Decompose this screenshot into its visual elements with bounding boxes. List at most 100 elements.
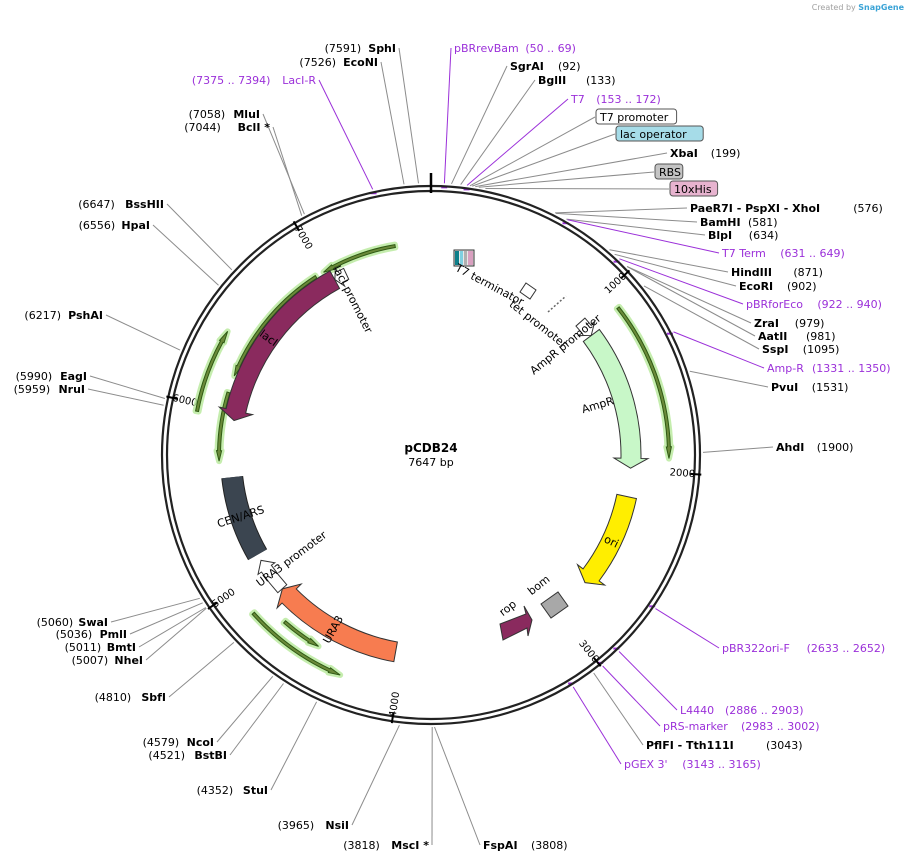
leader-line: [152, 224, 219, 286]
restriction-site-label: SgrAI: [510, 60, 544, 73]
leader-line: [475, 152, 668, 188]
leader-line: [485, 188, 670, 190]
snapgene-credit: Created by SnapGene: [812, 3, 904, 12]
leader-line: [567, 219, 720, 254]
site-position: (3965): [278, 819, 315, 832]
primer-label: pBRrevBam: [454, 42, 519, 55]
small-feature-label: rop: [497, 598, 519, 619]
restriction-site-label: BssHII: [125, 198, 164, 211]
orf-arrow: [616, 306, 673, 459]
feature-ori-arrow: [576, 493, 638, 586]
leader-line: [554, 207, 688, 214]
leader-line: [318, 79, 374, 190]
leader-line: [145, 607, 207, 661]
leader-line: [614, 253, 737, 287]
restriction-site-label: PvuI: [771, 381, 798, 394]
feature-tag-box: [595, 108, 678, 125]
site-position: (6217): [24, 309, 61, 322]
tick-label: 6000: [171, 393, 198, 409]
site-labels: pBRrevBam(50 .. 69)SgrAI(92)BglII(133)T7…: [14, 42, 891, 852]
leader-line: [602, 665, 661, 727]
site-position: (133): [586, 74, 616, 87]
restriction-site-label: EagI: [60, 370, 87, 383]
restriction-site-label: NsiI: [325, 819, 349, 832]
leader-line: [89, 375, 166, 399]
restriction-site-label: XbaI: [670, 147, 698, 160]
orf-arrow: [215, 391, 231, 462]
restriction-site-label: PflFI - Tth111I: [646, 739, 734, 752]
restriction-site-label: ZraI: [754, 317, 779, 330]
restriction-site-label: NheI: [114, 654, 143, 667]
leader-line: [572, 686, 622, 765]
leader-line: [469, 116, 596, 187]
site-position: (153 .. 172): [596, 93, 661, 106]
site-position: (1331 .. 1350): [812, 362, 891, 375]
leader-line: [566, 218, 706, 236]
restriction-site-label: BclI *: [238, 121, 271, 134]
site-position: (4810): [95, 691, 132, 704]
site-position: (199): [711, 147, 741, 160]
his-tag-segment: [468, 251, 473, 265]
tick-mark: [690, 472, 702, 476]
tick-label: 2000: [669, 467, 695, 480]
site-position: (1531): [812, 381, 849, 394]
primer-label: L4440: [680, 704, 714, 717]
leader-line: [168, 642, 235, 698]
site-position: (5959): [14, 383, 51, 396]
rbs-segment: [464, 251, 467, 265]
tick-mark: [593, 657, 602, 667]
leader-line: [110, 597, 200, 623]
backbone-outer-circle: [160, 184, 702, 726]
tick-label: 5000: [210, 587, 237, 611]
site-position: (5036): [56, 628, 93, 641]
restriction-site-label: BmtI: [107, 641, 136, 654]
site-position: (4521): [148, 749, 185, 762]
restriction-site-label: PaeR7I - PspXI - XhoI: [690, 202, 820, 215]
site-position: (7044): [184, 121, 221, 134]
feature-tag-label: lac operator: [620, 128, 687, 141]
site-position: (871): [793, 266, 823, 279]
primer-label: pBRforEco: [746, 298, 803, 311]
restriction-site-label: StuI: [243, 784, 268, 797]
rop-arrow: [499, 605, 533, 641]
site-position: (5011): [65, 641, 102, 654]
small-dashed-arrow: [547, 295, 567, 313]
orf-arrow: [282, 620, 319, 647]
feature-ampr-arrow: [582, 328, 650, 469]
leader-line: [702, 446, 774, 453]
leader-line: [138, 607, 207, 648]
site-position: (4352): [197, 784, 234, 797]
site-position: (2983 .. 3002): [741, 720, 820, 733]
restriction-site-label: SwaI: [78, 616, 108, 629]
t7-promoter-segment: [455, 251, 459, 265]
restriction-site-label: HindIII: [731, 266, 772, 279]
leader-line: [229, 683, 284, 756]
feature-tag-label: T7 promoter: [599, 111, 669, 124]
orf-arrow: [251, 611, 341, 676]
feature-tag-box: [654, 163, 684, 180]
restriction-site-label: SspI: [762, 343, 788, 356]
site-position: (5060): [37, 616, 74, 629]
feature-laci-arrow: [217, 270, 341, 422]
site-position: (3808): [531, 839, 568, 852]
leader-line: [643, 285, 760, 350]
restriction-site-label: SphI: [368, 42, 396, 55]
restriction-site-label: BamHI: [700, 216, 741, 229]
site-position: (3818): [343, 839, 380, 852]
site-position: (979): [795, 317, 825, 330]
feature-tag-box: [669, 180, 719, 197]
feature-box-fill: [222, 475, 267, 560]
orf-arrow: [194, 331, 229, 413]
restriction-site-label: PshAI: [68, 309, 103, 322]
leader-line: [398, 47, 419, 184]
feature-label: URA3 promoter: [254, 528, 330, 589]
leader-line: [673, 331, 765, 369]
site-position: (4579): [143, 736, 180, 749]
tick-mark: [166, 395, 178, 400]
leader-line: [460, 79, 536, 185]
restriction-site-label: MluI: [233, 108, 260, 121]
leader-line: [272, 126, 303, 216]
plasmid-name: pCDB24: [404, 441, 457, 455]
site-position: (5007): [72, 654, 109, 667]
